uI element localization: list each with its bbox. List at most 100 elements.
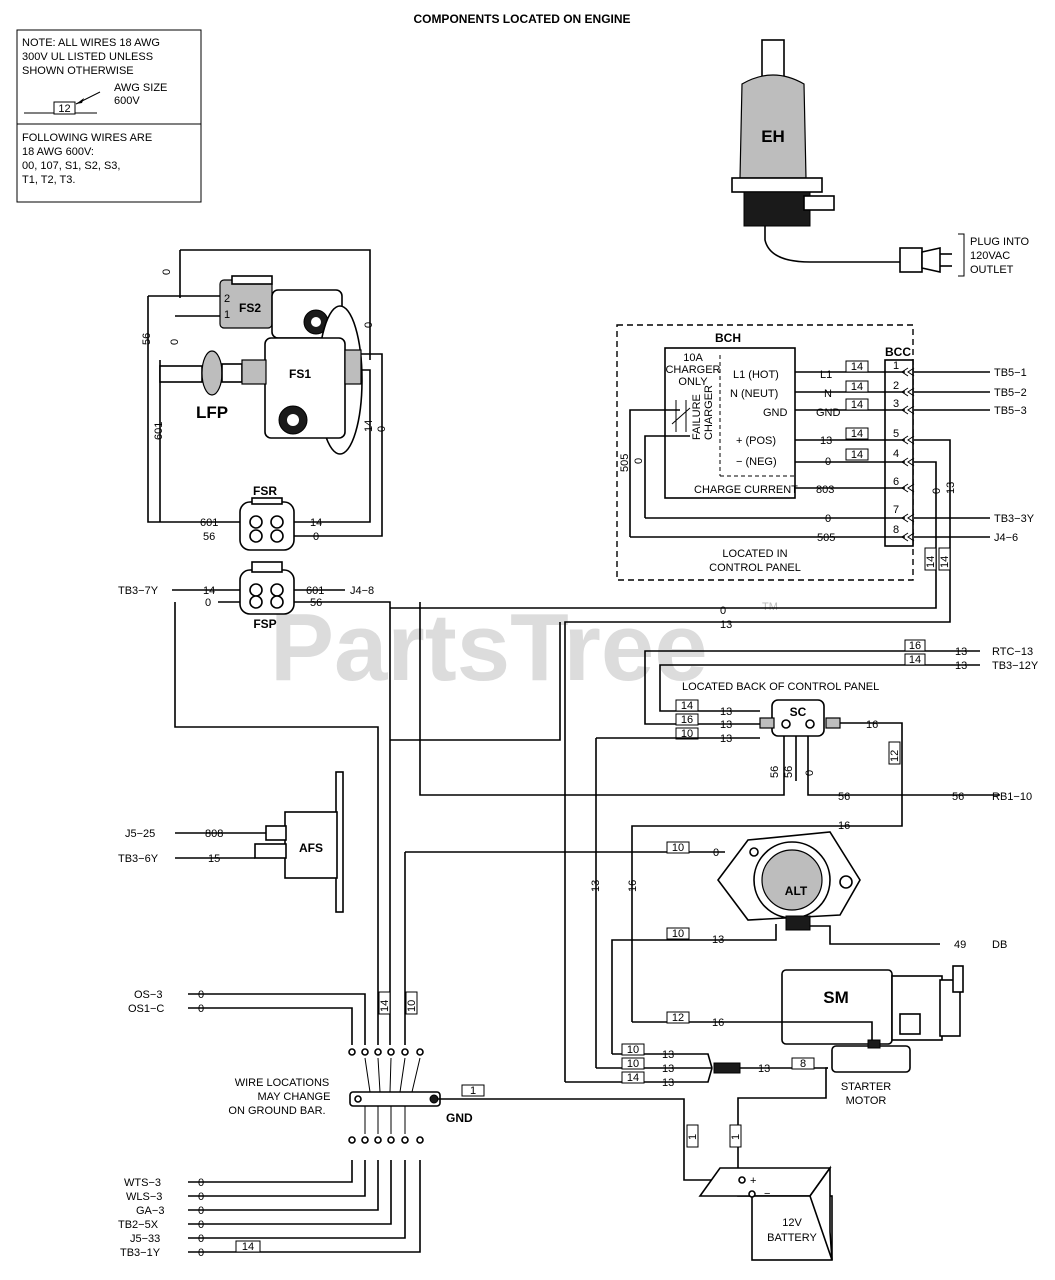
bcc-drop-awg-a: 14 [925,556,937,568]
awg-example: 12 [58,103,70,115]
bcc-row-1: L1 14 1 TB5−1 [820,360,1027,381]
awg-voltage-label: 600V [114,95,140,107]
plug-icon [899,247,952,273]
awg-size-label: AWG SIZE [114,82,167,94]
bcc-row-5: 13 14 5 [820,427,899,447]
rtc-awg: 16 [909,640,921,652]
bcc-wire-l1: L1 [820,369,832,381]
tb2-5x-label: TB2−5X [118,1219,159,1231]
sc-wire-13-a: 13 [720,706,732,718]
sc-awg-12: 12 [889,750,901,762]
mid-wire-13: 13 [720,619,732,631]
tb3-1y-awg: 14 [242,1241,254,1253]
wls-3-label: WLS−3 [126,1191,162,1203]
bcc-pin-5: 5 [893,428,899,440]
wire-0-fs2-right: 0 [363,322,375,328]
bcc-row-6: 803 6 [816,476,899,496]
gnd-awg-1: 1 [470,1085,476,1097]
bcc-wire-gnd: GND [816,407,841,419]
fs1-label: FS1 [289,367,311,381]
starter-label-1: STARTER [841,1081,891,1093]
batt-awg-1-a: 1 [687,1134,699,1140]
wire-loc-1: WIRE LOCATIONS [235,1077,330,1089]
fsr-connector: FSR [239,484,295,551]
bcc-drop-0: 0 [931,488,943,494]
os-3-wire: 0 [198,989,204,1001]
wts-3-wire: 0 [198,1177,204,1189]
afs-component: AFS J5−25 808 TB3−6Y 15 [118,771,344,913]
alternator: 10 0 ALT 10 13 49 DB [405,831,1007,1054]
bch-term-charge-current: CHARGE CURRENT [694,484,798,496]
bundle-wire-13-a: 13 [662,1049,674,1061]
charger-note-2: CHARGER [665,364,720,376]
following-line-1: FOLLOWING WIRES ARE [22,132,152,144]
bcc-row-2: N 14 2 TB5−2 [824,380,1027,400]
starter-awg-8: 8 [800,1058,806,1070]
fsp-wire-601: 601 [306,585,324,597]
tb3-1y-label: TB3−1Y [120,1247,161,1259]
following-line-3: 00, 107, S1, S2, S3, [22,160,120,172]
j5-25-label: J5−25 [125,828,155,840]
afs-wire-15: 15 [208,853,220,865]
bch-label: BCH [715,331,741,345]
bcc-row-7: 0 7 TB3−3Y [825,504,1035,525]
bcc-drop-awg-b: 14 [939,556,951,568]
located-cp-1: LOCATED IN [722,548,787,560]
control-panel-area: BCH 10A CHARGER ONLY FAILURE CHARGER L1 … [616,324,915,581]
fsp-wire-14: 14 [203,585,215,597]
fs2-label: FS2 [239,301,261,315]
wire-loc-3: ON GROUND BAR. [228,1105,325,1117]
bundle-awg-10-a: 10 [627,1044,639,1056]
bch-term-l1: L1 (HOT) [733,369,779,381]
bcc-row-8: 505 8 J4−6 [817,524,1018,544]
j5-33-wire: 0 [198,1233,204,1245]
tb2-5x-wire: 0 [198,1219,204,1231]
gnd-awg-10: 10 [406,1000,418,1012]
bcc-dest-3: TB5−3 [994,405,1027,417]
gnd-awg-14: 14 [379,1000,391,1012]
sc-awg-16: 16 [681,714,693,726]
fsr-wire-601: 601 [200,517,218,529]
bcc-wire-13: 13 [820,435,832,447]
charger-note-1: 10A [683,352,703,364]
failure-label: FAILURE [691,394,703,440]
bcc-dest-7: TB3−3Y [994,513,1035,525]
bcc-label: BCC [885,345,911,359]
fsp-wire-0: 0 [205,597,211,609]
sc-wire-13-c: 13 [720,733,732,745]
engine-heater: EH PLUG INTO 120VAC OUTLET [731,39,1030,277]
rb1-wire-56-a: 56 [838,791,850,803]
fuel-solenoid-assembly: 0 0 56 0 601 14 0 FS2 2 1 FS1 LFP [141,249,388,537]
fsp-connector: FSP [239,561,295,631]
j5-33-label: J5−33 [130,1233,160,1245]
note-line-3: SHOWN OTHERWISE [22,65,134,77]
bcc-dest-2: TB5−2 [994,387,1027,399]
located-back-label: LOCATED BACK OF CONTROL PANEL [682,681,879,693]
afs-wire-808: 808 [205,828,223,840]
ga-3-label: GA−3 [136,1205,164,1217]
battery-plus: + [750,1175,756,1187]
bcc-pin-7: 7 [893,504,899,516]
wts-3-label: WTS−3 [124,1177,161,1189]
bcc-row-4: 0 14 4 [825,448,899,468]
fsr-wire-0: 0 [313,531,319,543]
bundle-wire-13-c: 13 [662,1077,674,1089]
bcc-awg-5: 14 [851,428,863,440]
bch-term-neg: − (NEG) [736,456,777,468]
rb1-10-label: RB1−10 [992,791,1032,803]
plug-label-1: PLUG INTO [970,236,1030,248]
bcc-row-3: GND 14 3 TB5−3 [816,398,1027,419]
bcc-dest-1: TB5−1 [994,367,1027,379]
battery: 1 1 1 + − 12V BATTERY [438,1067,833,1261]
lfp-pump-icon [159,350,267,396]
sc-wire-0: 0 [804,770,816,776]
os1-c-wire: 0 [198,1003,204,1015]
charger-label: CHARGER [703,385,715,440]
sm-wire-16: 16 [712,1017,724,1029]
bundle-awg-10-b: 10 [627,1058,639,1070]
tb3-12y-label: TB3−12Y [992,660,1039,672]
sc-wire-16: 16 [866,719,878,731]
starter-motor: SM STARTER MOTOR 12 16 [632,965,964,1107]
alt-awg-10: 10 [672,842,684,854]
wls-3-wire: 0 [198,1191,204,1203]
